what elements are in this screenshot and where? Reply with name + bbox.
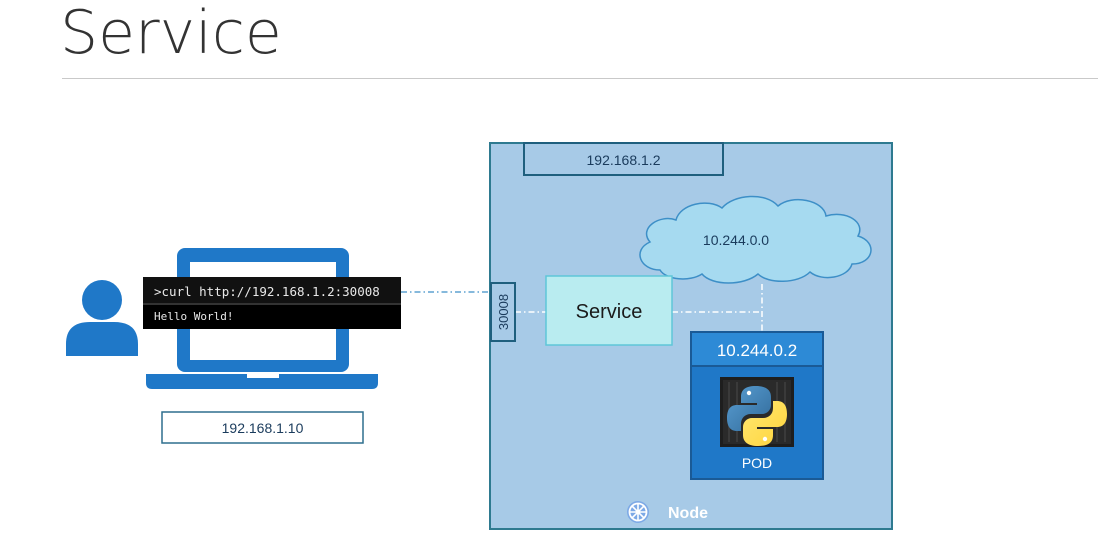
node-label: Node (668, 505, 708, 522)
terminal-window: >curl http://192.168.1.2:30008 Hello Wor… (143, 277, 401, 329)
network-cloud: 10.244.0.0 (639, 195, 872, 284)
node-port-label: 30008 (496, 294, 511, 330)
title-divider (62, 78, 1098, 79)
kubernetes-wheel-icon (627, 501, 649, 523)
pod-label: POD (742, 455, 772, 471)
client-ip-box: 192.168.1.10 (161, 411, 364, 444)
terminal-output: Hello World! (154, 310, 233, 323)
user-icon (66, 280, 138, 356)
node-label-group: Node (627, 501, 708, 523)
pod-ip-label: 10.244.0.2 (717, 341, 797, 360)
page-title: Service (60, 0, 282, 68)
terminal-command: >curl http://192.168.1.2:30008 (154, 284, 380, 299)
pod-box: 10.244.0.2 POD (690, 331, 824, 480)
service-box: Service (545, 275, 673, 346)
node-port-box: 30008 (490, 282, 516, 342)
node-ip-label: 192.168.1.2 (587, 152, 661, 168)
client-ip-label: 192.168.1.10 (222, 420, 304, 436)
service-label: Service (576, 301, 643, 323)
node-ip-box: 192.168.1.2 (523, 142, 724, 176)
network-cidr-label: 10.244.0.0 (703, 232, 769, 248)
python-container-icon (720, 377, 794, 447)
